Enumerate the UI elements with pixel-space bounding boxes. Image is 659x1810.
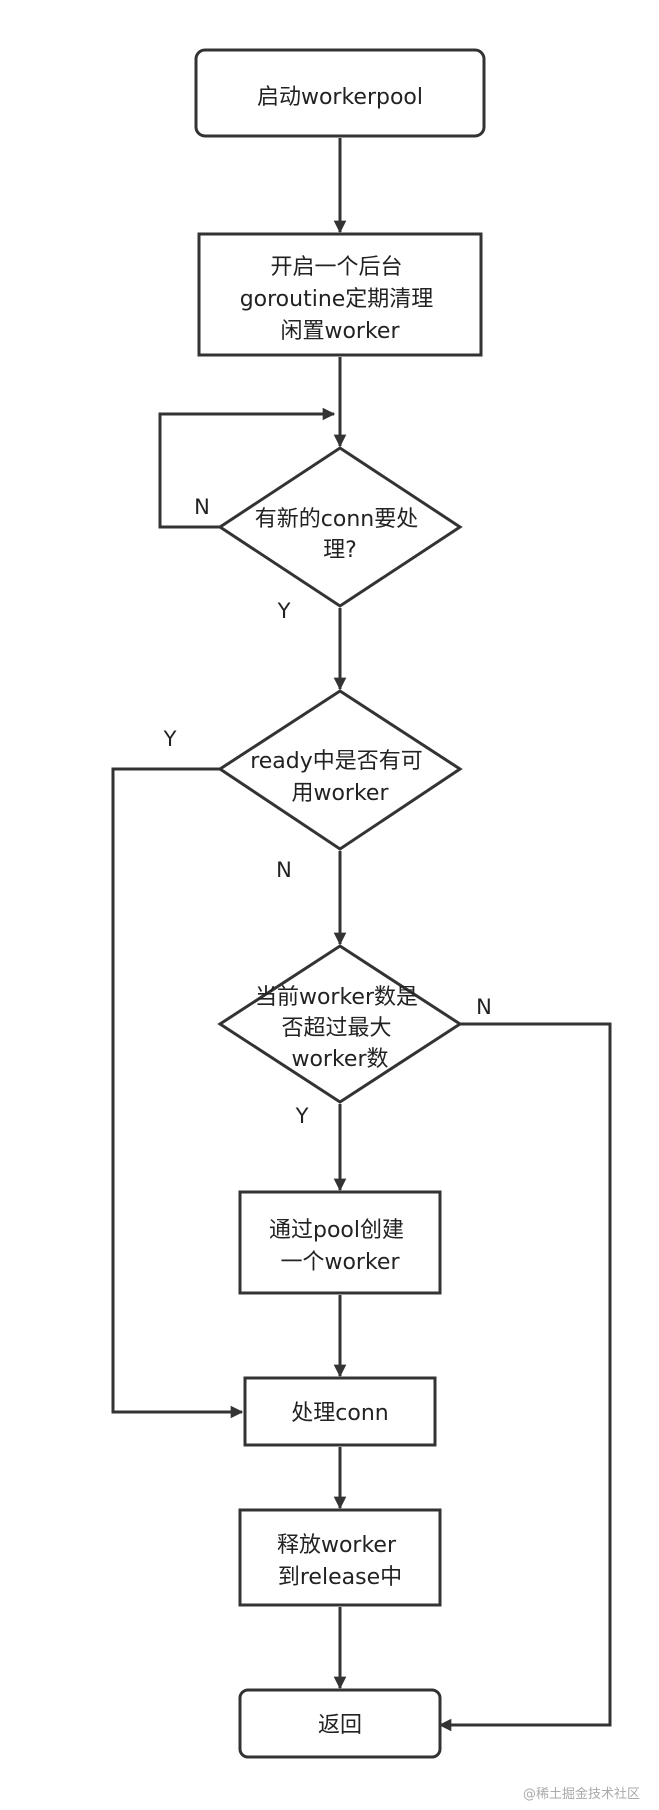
node-cleanup: 开启一个后台 goroutine定期清理 闲置worker bbox=[197, 232, 483, 357]
node-max-worker-label: 当前worker数是 否超过最大 worker数 bbox=[255, 985, 425, 1072]
node-handle-conn: 处理conn bbox=[243, 1376, 437, 1447]
label-ready-no: N bbox=[276, 858, 292, 882]
node-start: 启动workerpool bbox=[194, 48, 486, 138]
edge-max-no bbox=[438, 1022, 612, 1732]
node-create-worker: 通过pool创建 一个worker bbox=[238, 1190, 442, 1295]
node-return: 返回 bbox=[238, 1688, 442, 1759]
label-max-no: N bbox=[476, 995, 492, 1019]
label-new-conn-yes: Y bbox=[277, 599, 291, 623]
node-release-worker-label: 释放worker 到release中 bbox=[277, 1533, 403, 1590]
node-start-label: 启动workerpool bbox=[257, 85, 423, 110]
label-max-yes: Y bbox=[295, 1104, 309, 1128]
node-handle-conn-label: 处理conn bbox=[291, 1401, 388, 1426]
node-new-conn-decision: 有新的conn要处 理? bbox=[217, 446, 463, 608]
watermark-text: @稀土掘金技术社区 bbox=[523, 1786, 640, 1802]
label-new-conn-no: N bbox=[194, 495, 210, 519]
node-release-worker: 释放worker 到release中 bbox=[238, 1508, 442, 1607]
node-ready-worker-decision: ready中是否有可 用worker bbox=[217, 689, 463, 851]
edge-new-conn-no-loop bbox=[158, 407, 336, 529]
node-ready-worker-label: ready中是否有可 用worker bbox=[250, 749, 430, 806]
edge-ready-yes bbox=[111, 767, 244, 1419]
node-cleanup-label: 开启一个后台 goroutine定期清理 闲置worker bbox=[240, 255, 441, 344]
node-create-worker-label: 通过pool创建 一个worker bbox=[269, 1218, 411, 1275]
node-return-label: 返回 bbox=[318, 1713, 362, 1738]
node-max-worker-decision: 当前worker数是 否超过最大 worker数 bbox=[217, 944, 463, 1104]
node-new-conn-label: 有新的conn要处 理? bbox=[255, 507, 425, 563]
label-ready-yes: Y bbox=[163, 727, 177, 751]
